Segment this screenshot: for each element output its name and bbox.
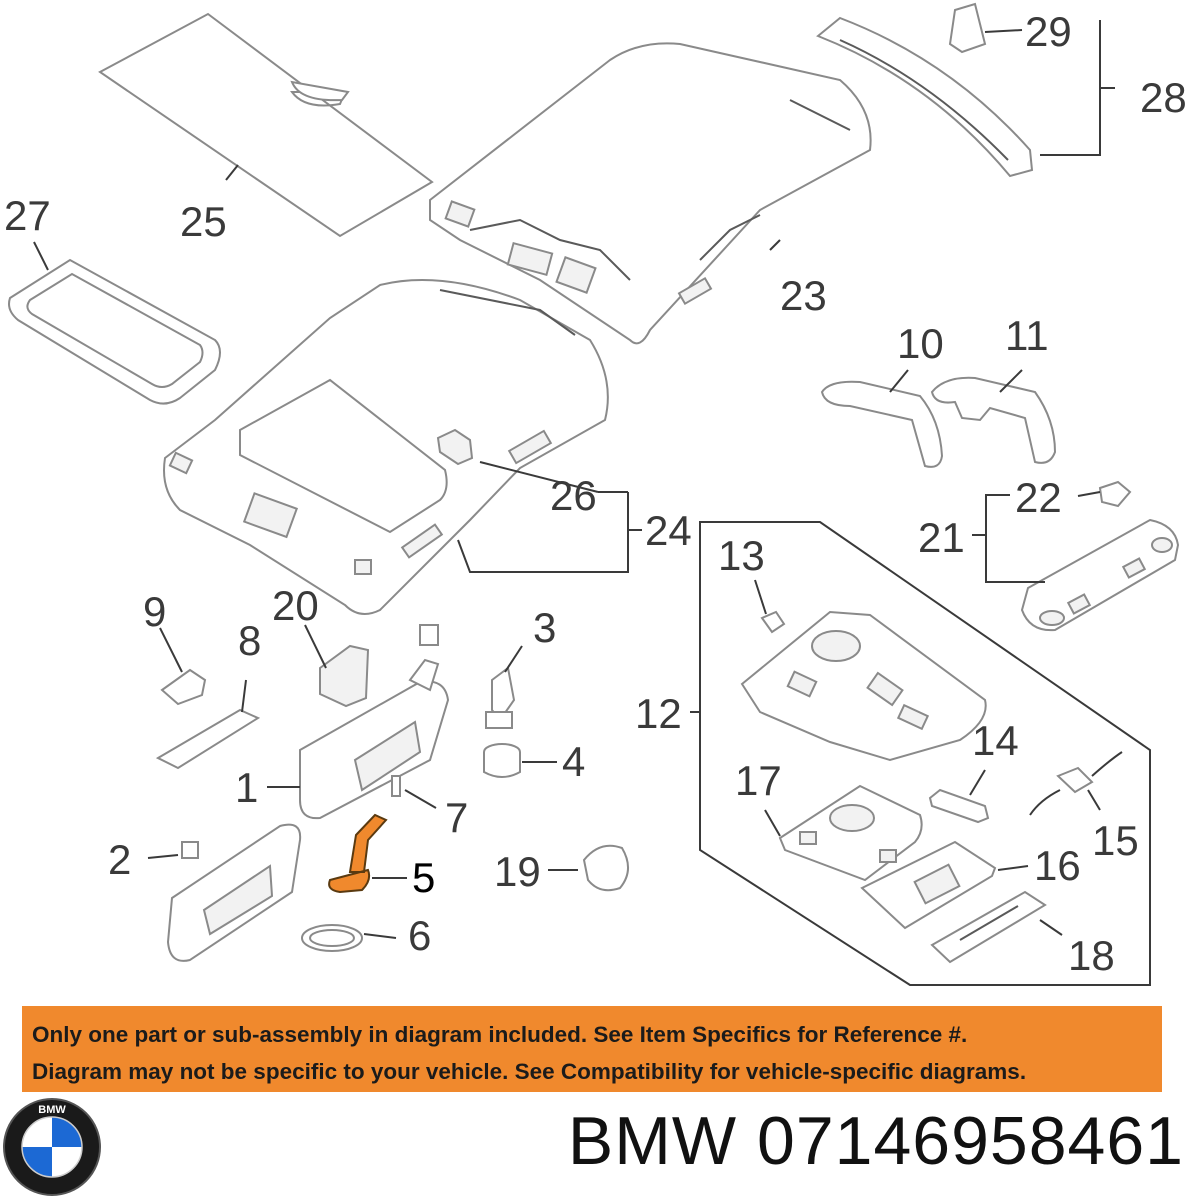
part-sun-visor-left [166, 823, 302, 962]
callout-16: 16 [1034, 842, 1081, 889]
notice-line-1: Only one part or sub-assembly in diagram… [32, 1022, 968, 1047]
part-roof-rail [816, 16, 1034, 178]
part-console-housing [740, 610, 987, 762]
callout-labels: 25 27 23 29 28 10 11 26 24 22 21 13 12 1… [4, 8, 1187, 979]
part-lamp-14 [928, 788, 990, 824]
callout-22: 22 [1015, 474, 1062, 521]
bmw-logo: BMW [3, 1098, 101, 1196]
callout-25: 25 [180, 198, 227, 245]
part-console-panel [860, 840, 997, 930]
part-spacer [483, 743, 521, 778]
callout-7: 7 [445, 794, 468, 841]
part-console-trim [930, 890, 1047, 964]
callout-9: 9 [143, 588, 166, 635]
callout-4: 4 [562, 738, 585, 785]
part-grab-handle-right [930, 376, 1057, 464]
part-sunroof-seal [8, 258, 221, 405]
callout-15: 15 [1092, 817, 1139, 864]
callout-17: 17 [735, 757, 782, 804]
callout-19: 19 [494, 848, 541, 895]
callout-18: 18 [1068, 932, 1115, 979]
part-title: BMW 07146958461 [567, 1103, 1184, 1179]
part-headliner-clip [436, 428, 474, 466]
part-console-bezel [778, 784, 923, 882]
group-overhead-console [699, 521, 1151, 986]
callout-13: 13 [718, 532, 765, 579]
part-visor-clip-9 [160, 668, 207, 706]
callout-28: 28 [1140, 74, 1187, 121]
callout-26: 26 [550, 472, 597, 519]
callout-5: 5 [412, 854, 435, 901]
callout-6: 6 [408, 912, 431, 959]
notice-line-2: Diagram may not be specific to your vehi… [32, 1059, 1027, 1084]
callout-10: 10 [897, 320, 944, 367]
callout-23: 23 [780, 272, 827, 319]
callout-8: 8 [238, 617, 261, 664]
callout-21: 21 [918, 514, 965, 561]
part-visor-bracket-8 [155, 708, 261, 770]
part-insulation-sheet [98, 12, 434, 238]
parts-diagram: 25 27 23 29 28 10 11 26 24 22 21 13 12 1… [4, 2, 1187, 986]
callout-1: 1 [235, 764, 258, 811]
callout-29: 29 [1025, 8, 1072, 55]
callout-14: 14 [972, 717, 1019, 764]
callout-24: 24 [645, 507, 692, 554]
part-switch-15 [1029, 751, 1123, 816]
part-rear-reading-lamp [1020, 518, 1180, 632]
part-headliner [163, 279, 609, 615]
part-rail-cap [948, 2, 987, 54]
callout-3: 3 [533, 604, 556, 651]
callout-27: 27 [4, 192, 51, 239]
part-lamp-bulb [1098, 480, 1132, 508]
part-roof-panel [429, 42, 872, 345]
part-trim-block-20 [319, 644, 370, 708]
callout-2: 2 [108, 836, 131, 883]
leader-lines [33, 20, 1115, 939]
part-ring-seal [301, 924, 363, 952]
notice-banner: Only one part or sub-assembly in diagram… [22, 1006, 1162, 1092]
part-small-pin [391, 775, 401, 797]
part-sun-visor-right [299, 624, 450, 820]
callout-20: 20 [272, 582, 319, 629]
callout-11: 11 [1005, 312, 1049, 359]
part-grab-handle-left [820, 380, 944, 468]
part-cap-19 [582, 844, 629, 892]
part-visor-screw [485, 666, 516, 729]
bmw-logo-text: BMW [38, 1104, 66, 1116]
callout-12: 12 [635, 690, 682, 737]
part-visor-hook [328, 813, 388, 894]
part-small-bulb [760, 610, 786, 634]
